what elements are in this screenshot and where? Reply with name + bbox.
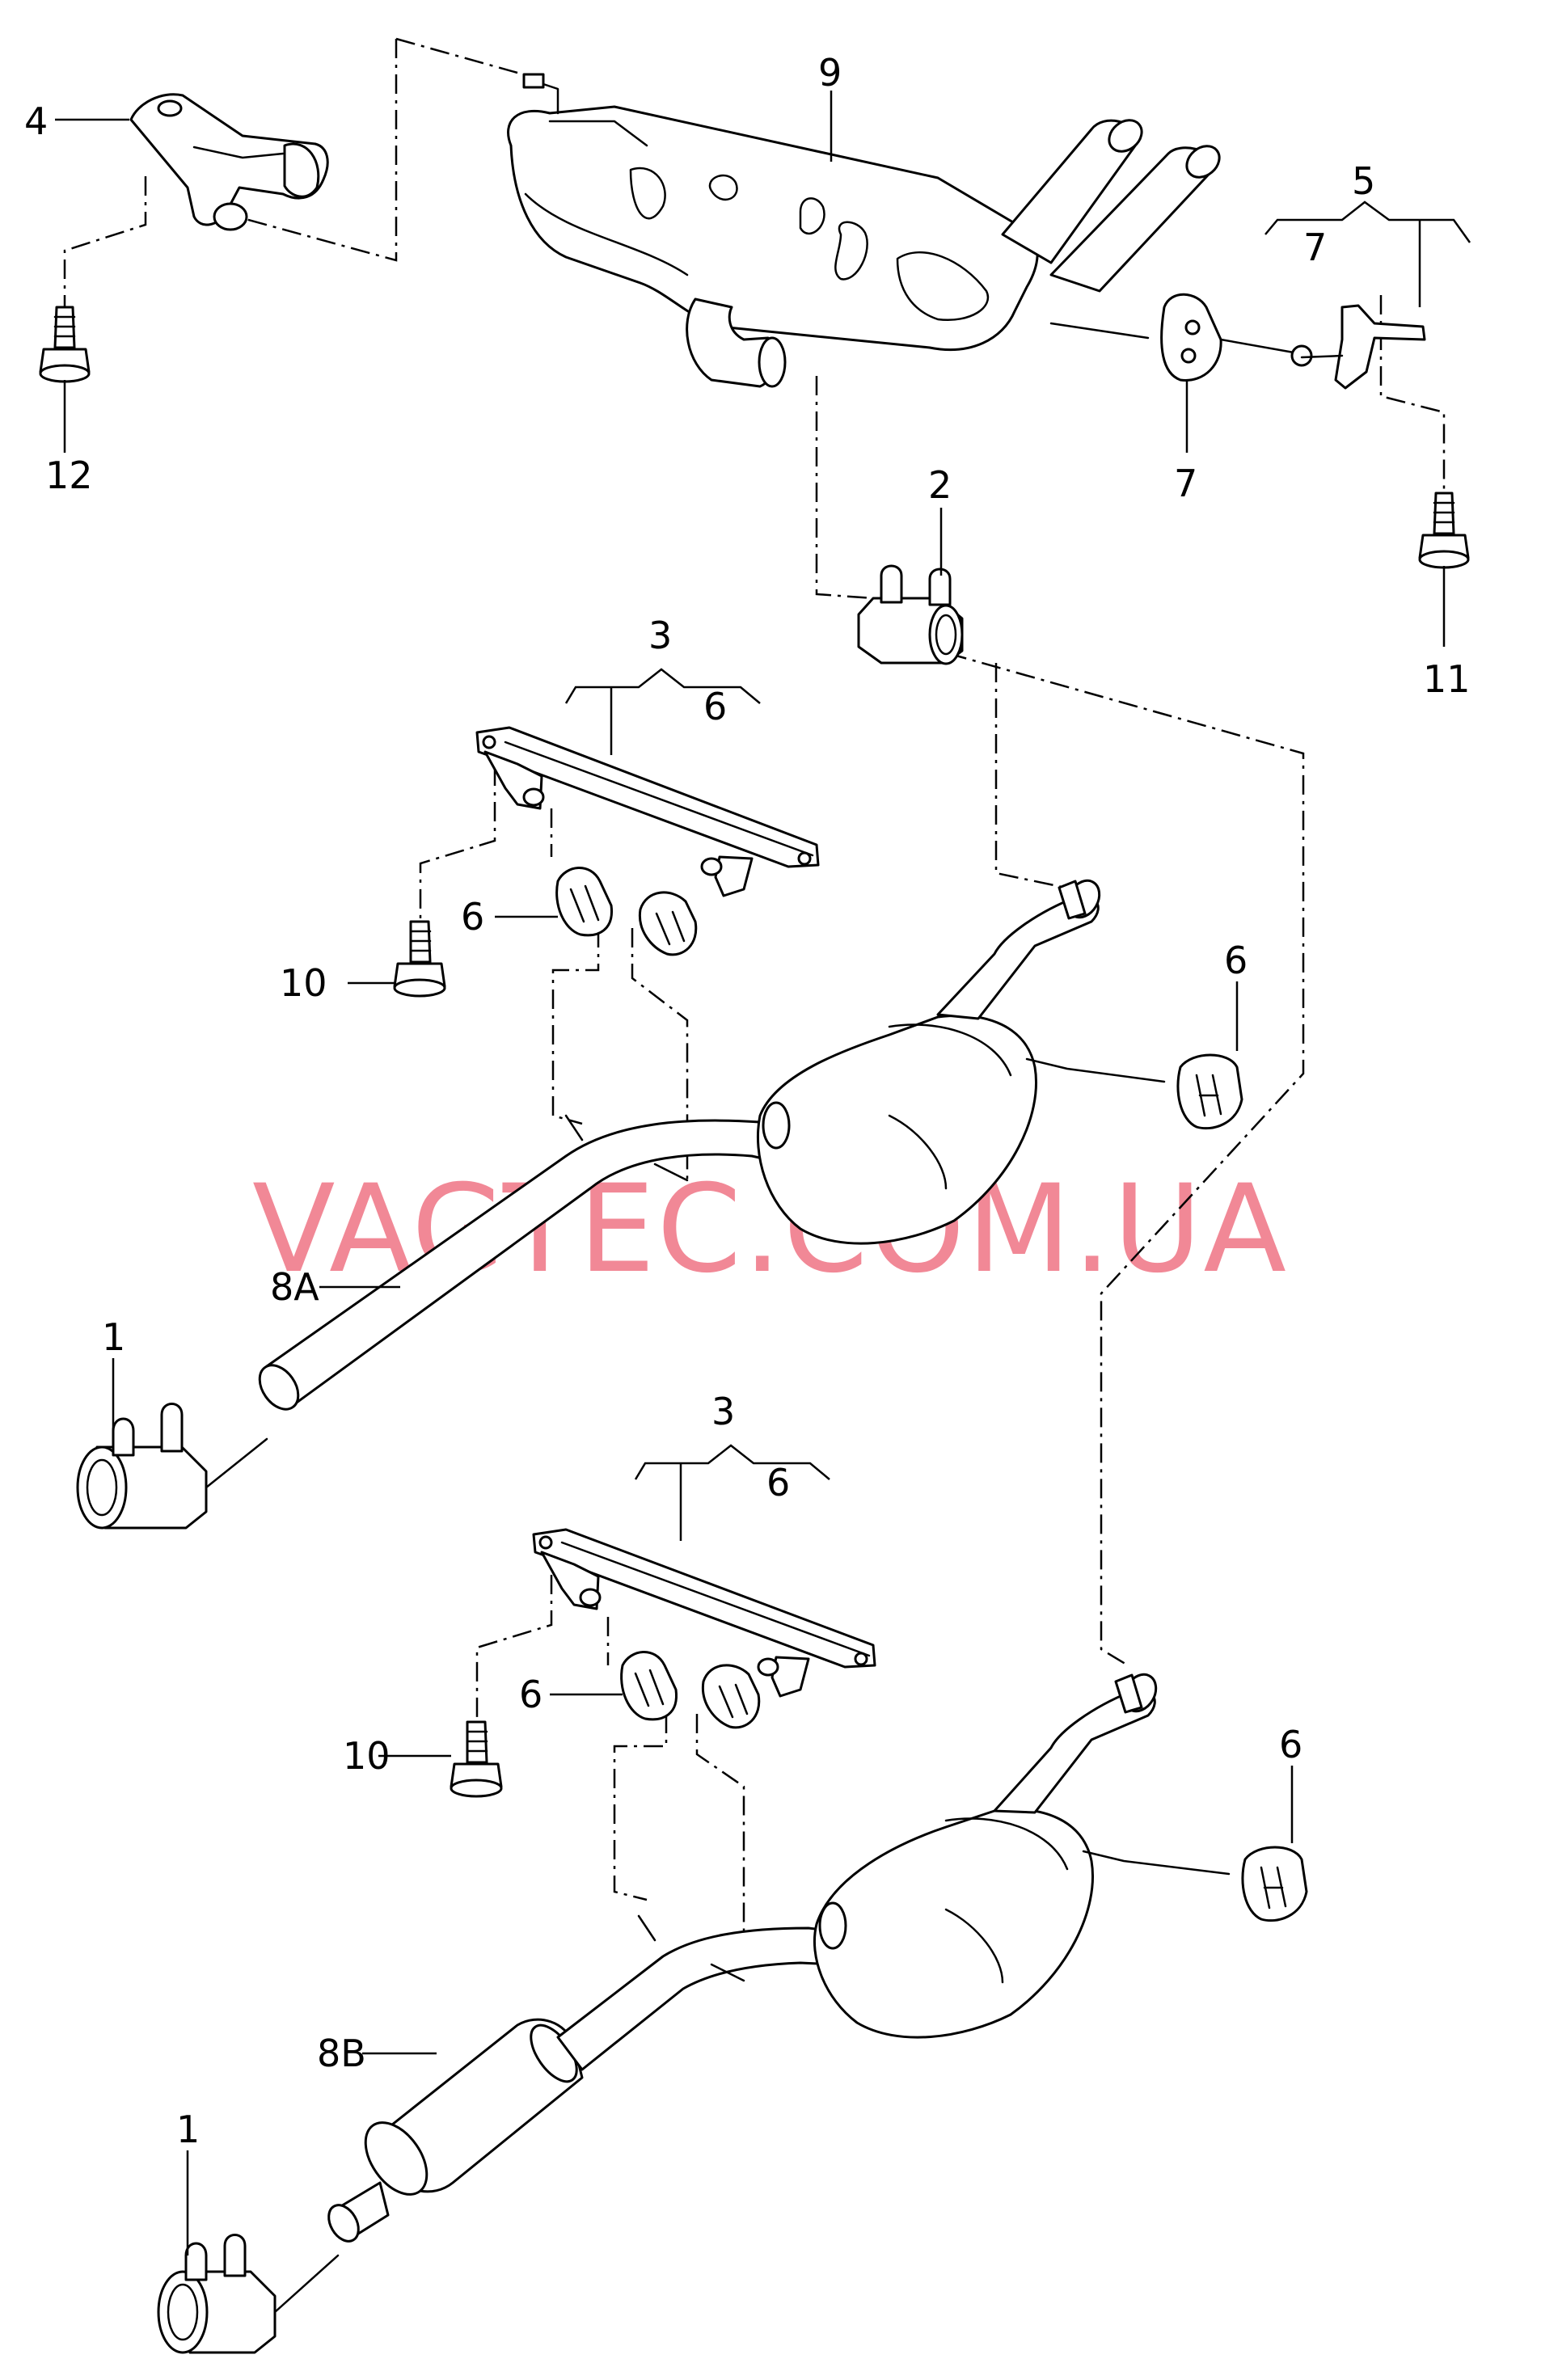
pipe-clamp-1-upper xyxy=(76,1403,268,1530)
callout-10-upper: 10 xyxy=(280,961,327,1005)
callout-7-group: 7 xyxy=(1303,226,1327,269)
callout-5: 5 xyxy=(1352,159,1375,203)
callout-12: 12 xyxy=(45,454,93,497)
hanger-6-lower-right xyxy=(701,1664,761,1729)
callout-6-mount-upper: 6 xyxy=(1224,939,1248,982)
hanger-6-lower-left xyxy=(620,1651,678,1721)
rubber-mount-7 xyxy=(1160,293,1313,382)
pipe-clamp-1-lower xyxy=(157,2234,340,2354)
callout-4: 4 xyxy=(24,99,48,143)
callout-9: 9 xyxy=(818,51,842,95)
callout-labels: 4 12 9 5 7 7 2 11 3 6 6 10 6 8A 1 3 6 6 … xyxy=(24,51,1471,2151)
hanger-6-upper-right xyxy=(638,891,698,956)
callout-11: 11 xyxy=(1423,657,1471,701)
hanger-6-upper-left xyxy=(555,867,613,937)
assembly-lines xyxy=(63,37,1446,1964)
bracket-5 xyxy=(1300,304,1426,390)
callout-6-group-lower: 6 xyxy=(766,1461,790,1504)
bolt-10-upper xyxy=(393,920,446,998)
middle-silencer-8b xyxy=(327,1673,1231,2243)
rear-silencer xyxy=(507,73,1221,388)
callout-6-group-upper: 6 xyxy=(703,685,727,728)
mounting-bracket xyxy=(129,93,329,231)
callout-3-upper: 3 xyxy=(648,614,672,657)
leader-lines xyxy=(55,91,1471,2256)
hanger-6-silencer-lower xyxy=(1241,1846,1308,1922)
hanger-6-silencer-upper xyxy=(1176,1053,1243,1130)
crossmember-3-upper xyxy=(475,726,820,897)
middle-silencer-8a xyxy=(258,879,1166,1411)
callout-1-upper: 1 xyxy=(102,1315,125,1359)
bolt-12 xyxy=(39,306,91,383)
callout-6-mount-lower: 6 xyxy=(1279,1723,1302,1766)
callout-3-lower: 3 xyxy=(711,1390,735,1433)
crossmember-3-lower xyxy=(532,1528,876,1698)
callout-7-mount: 7 xyxy=(1174,462,1197,505)
callout-6-hanger-upper: 6 xyxy=(461,895,484,939)
callout-8a: 8A xyxy=(270,1265,319,1309)
pipe-clamp-2 xyxy=(857,564,964,665)
bolt-11 xyxy=(1418,492,1470,569)
callout-8b: 8B xyxy=(317,2032,366,2075)
callout-2: 2 xyxy=(928,463,952,507)
bolt-10-lower xyxy=(450,1720,503,1798)
callout-10-lower: 10 xyxy=(343,1734,391,1778)
callout-6-hanger-lower: 6 xyxy=(519,1673,543,1716)
callout-1-lower: 1 xyxy=(176,2108,200,2151)
